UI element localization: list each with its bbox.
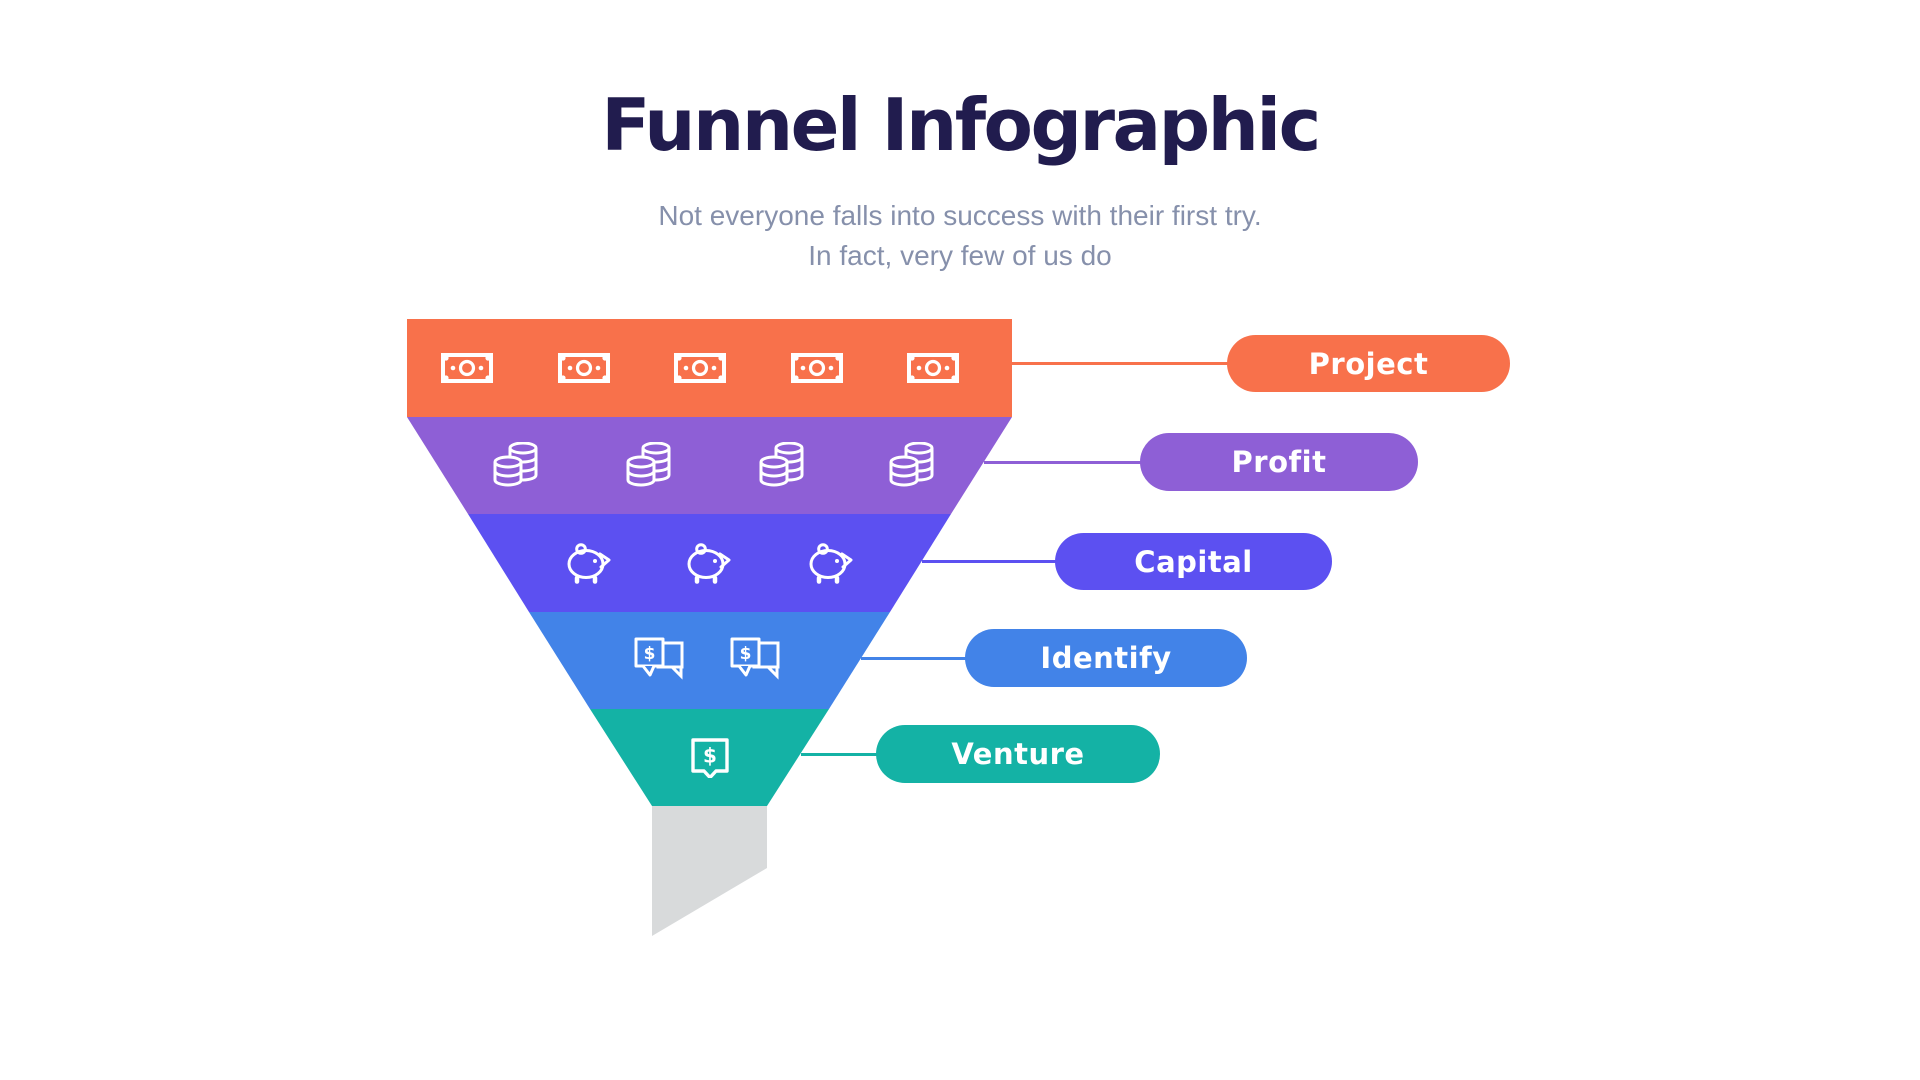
funnel-diagram: $ $ — [407, 319, 1012, 936]
label-pill-project: Project — [1227, 335, 1510, 392]
label-pill-venture: Venture — [876, 725, 1160, 783]
subtitle: Not everyone falls into success with the… — [0, 196, 1920, 276]
connector-venture — [801, 752, 886, 756]
funnel-spout — [652, 806, 767, 936]
connector-identify — [861, 656, 975, 660]
funnel-stage-identify — [529, 612, 890, 709]
connector-project — [1012, 362, 1237, 365]
label-pill-capital: Capital — [1055, 533, 1332, 590]
funnel-stage-capital — [468, 514, 951, 612]
label-pill-profit: Profit — [1140, 433, 1418, 491]
label-pill-identify: Identify — [965, 629, 1247, 687]
connector-profit — [984, 460, 1150, 464]
header: Funnel Infographic — [0, 84, 1920, 167]
page-title: Funnel Infographic — [601, 83, 1321, 167]
subtitle-line-1: Not everyone falls into success with the… — [658, 200, 1262, 231]
connector-capital — [922, 560, 1065, 563]
funnel-stage-project — [407, 319, 1012, 417]
subtitle-line-2: In fact, very few of us do — [808, 240, 1112, 271]
funnel-stage-profit — [407, 417, 1012, 514]
